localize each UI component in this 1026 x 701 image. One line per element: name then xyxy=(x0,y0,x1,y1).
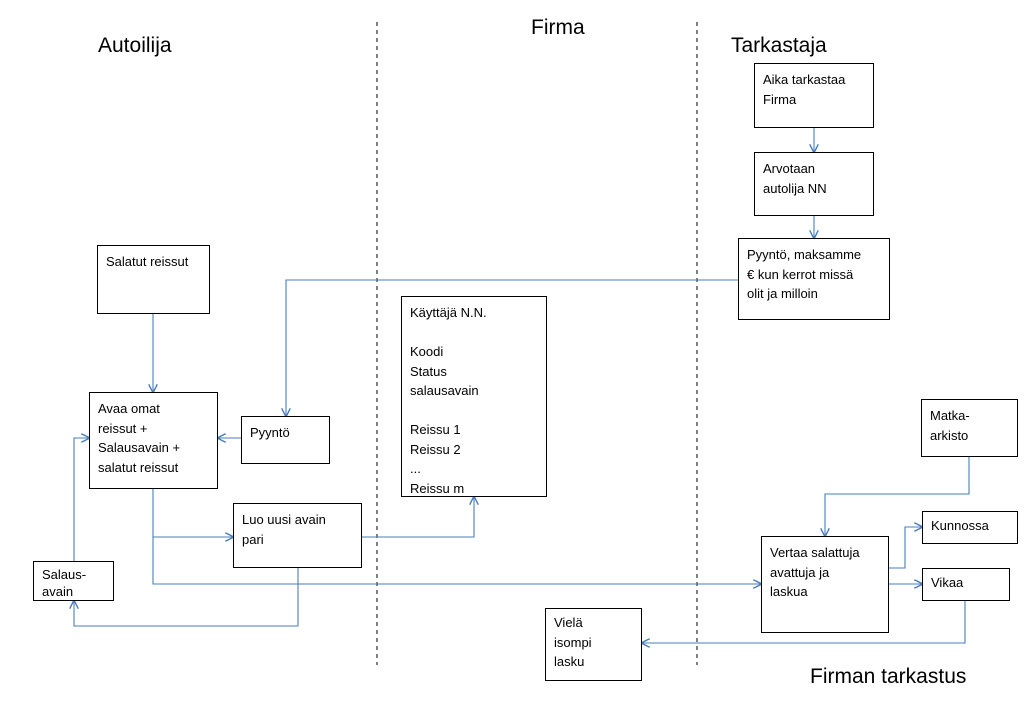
box-pyynto-line-1: Pyyntö xyxy=(250,425,290,440)
box-matka-arkisto: Matka- arkisto xyxy=(921,399,1018,457)
arrow-avaa-to-luo-uusi xyxy=(152,489,233,537)
box-kunnossa: Kunnossa xyxy=(922,511,1018,544)
box-avaa-omat-line-1: Avaa omat xyxy=(98,401,160,416)
box-avaa-omat-line-2: reissut + xyxy=(98,420,148,436)
box-aika-tarkastaa: Aika tarkastaa Firma xyxy=(754,63,874,128)
box-vertaa-line-3: laskua xyxy=(770,584,808,599)
box-viela-isompi-lasku: Vielä isompi lasku xyxy=(545,608,642,681)
arrow-avaa-to-vertaa xyxy=(152,537,761,584)
arrow-salausavain-to-avaa xyxy=(73,438,89,561)
arrow-pyynto-maksamme-to-pyynto xyxy=(286,279,738,416)
box-arvotaan-line-2: autolija NN xyxy=(763,180,827,196)
box-viela-isompi-line-3: lasku xyxy=(554,654,585,669)
box-salausavain: Salaus- avain xyxy=(33,561,114,601)
box-kunnossa-line-1: Kunnossa xyxy=(931,518,989,533)
arrow-vertaa-to-kunnossa xyxy=(889,527,922,569)
box-vertaa: Vertaa salattuja avattuja ja laskua xyxy=(761,536,889,633)
box-pyynto-maksamme-line-1: Pyyntö, maksamme xyxy=(747,247,862,262)
box-salausavain-line-2: avain xyxy=(42,584,74,599)
box-kayttaja-line-2 xyxy=(410,323,538,343)
box-luo-uusi-avain-line-1: Luo uusi avain xyxy=(242,512,326,527)
box-kayttaja-line-4: Status xyxy=(410,363,447,379)
box-luo-uusi-avain: Luo uusi avain pari xyxy=(233,503,362,568)
box-viela-isompi-line-2: isompi xyxy=(554,634,592,650)
box-kayttaja-line-10: Reissu m xyxy=(410,480,465,496)
box-arvotaan: Arvotaan autolija NN xyxy=(754,152,874,216)
box-kayttaja-line-6 xyxy=(410,401,538,421)
lane-title-autoilija: Autoilija xyxy=(98,34,172,57)
box-matka-arkisto-line-1: Matka- xyxy=(930,408,970,423)
box-pyynto: Pyyntö xyxy=(241,416,330,464)
box-arvotaan-line-1: Arvotaan xyxy=(763,161,816,176)
box-vikaa-line-1: Vikaa xyxy=(931,575,964,590)
box-kayttaja-line-5: salausavain xyxy=(410,383,479,398)
arrow-matka-arkisto-to-vertaa xyxy=(825,457,970,536)
lane-title-tarkastaja: Tarkastaja xyxy=(731,34,827,57)
box-luo-uusi-avain-line-2: pari xyxy=(242,531,264,547)
box-aika-tarkastaa-line-1: Aika tarkastaa xyxy=(763,72,846,87)
box-aika-tarkastaa-line-2: Firma xyxy=(763,91,797,107)
box-avaa-omat-line-4: salatut reissut xyxy=(98,459,179,475)
box-vikaa: Vikaa xyxy=(922,568,1010,601)
arrow-vikaa-to-viela-isompi xyxy=(642,601,966,643)
box-avaa-omat-line-3: Salausavain + xyxy=(98,440,181,455)
box-salatut-reissut: Salatut reissut xyxy=(97,245,210,314)
box-kayttaja: Käyttäjä N.N. Koodi Status salausavain R… xyxy=(401,296,547,497)
box-pyynto-maksamme: Pyyntö, maksamme € kun kerrot missä olit… xyxy=(738,238,890,320)
arrow-luo-uusi-to-kayttaja xyxy=(362,497,474,538)
box-kayttaja-line-1: Käyttäjä N.N. xyxy=(410,305,487,320)
lane-title-firma: Firma xyxy=(531,16,585,39)
box-avaa-omat: Avaa omat reissut + Salausavain + salatu… xyxy=(89,392,218,489)
box-pyynto-maksamme-line-3: olit ja milloin xyxy=(747,286,818,301)
box-salatut-reissut-line-1: Salatut reissut xyxy=(106,254,189,269)
box-vertaa-line-2: avattuja ja xyxy=(770,564,830,580)
box-matka-arkisto-line-2: arkisto xyxy=(930,427,969,443)
box-vertaa-line-1: Vertaa salattuja xyxy=(770,545,860,560)
box-kayttaja-line-8: Reissu 2 xyxy=(410,441,461,457)
box-viela-isompi-line-1: Vielä xyxy=(554,615,583,630)
box-pyynto-maksamme-line-2: € kun kerrot missä xyxy=(747,266,854,282)
section-title-firman-tarkastus: Firman tarkastus xyxy=(810,665,967,688)
box-salausavain-line-1: Salaus- xyxy=(42,567,87,582)
box-kayttaja-line-7: Reissu 1 xyxy=(410,422,461,437)
box-kayttaja-line-3: Koodi xyxy=(410,344,444,359)
box-kayttaja-line-9: ... xyxy=(410,461,421,476)
arrow-luo-uusi-to-salausavain xyxy=(74,568,299,627)
